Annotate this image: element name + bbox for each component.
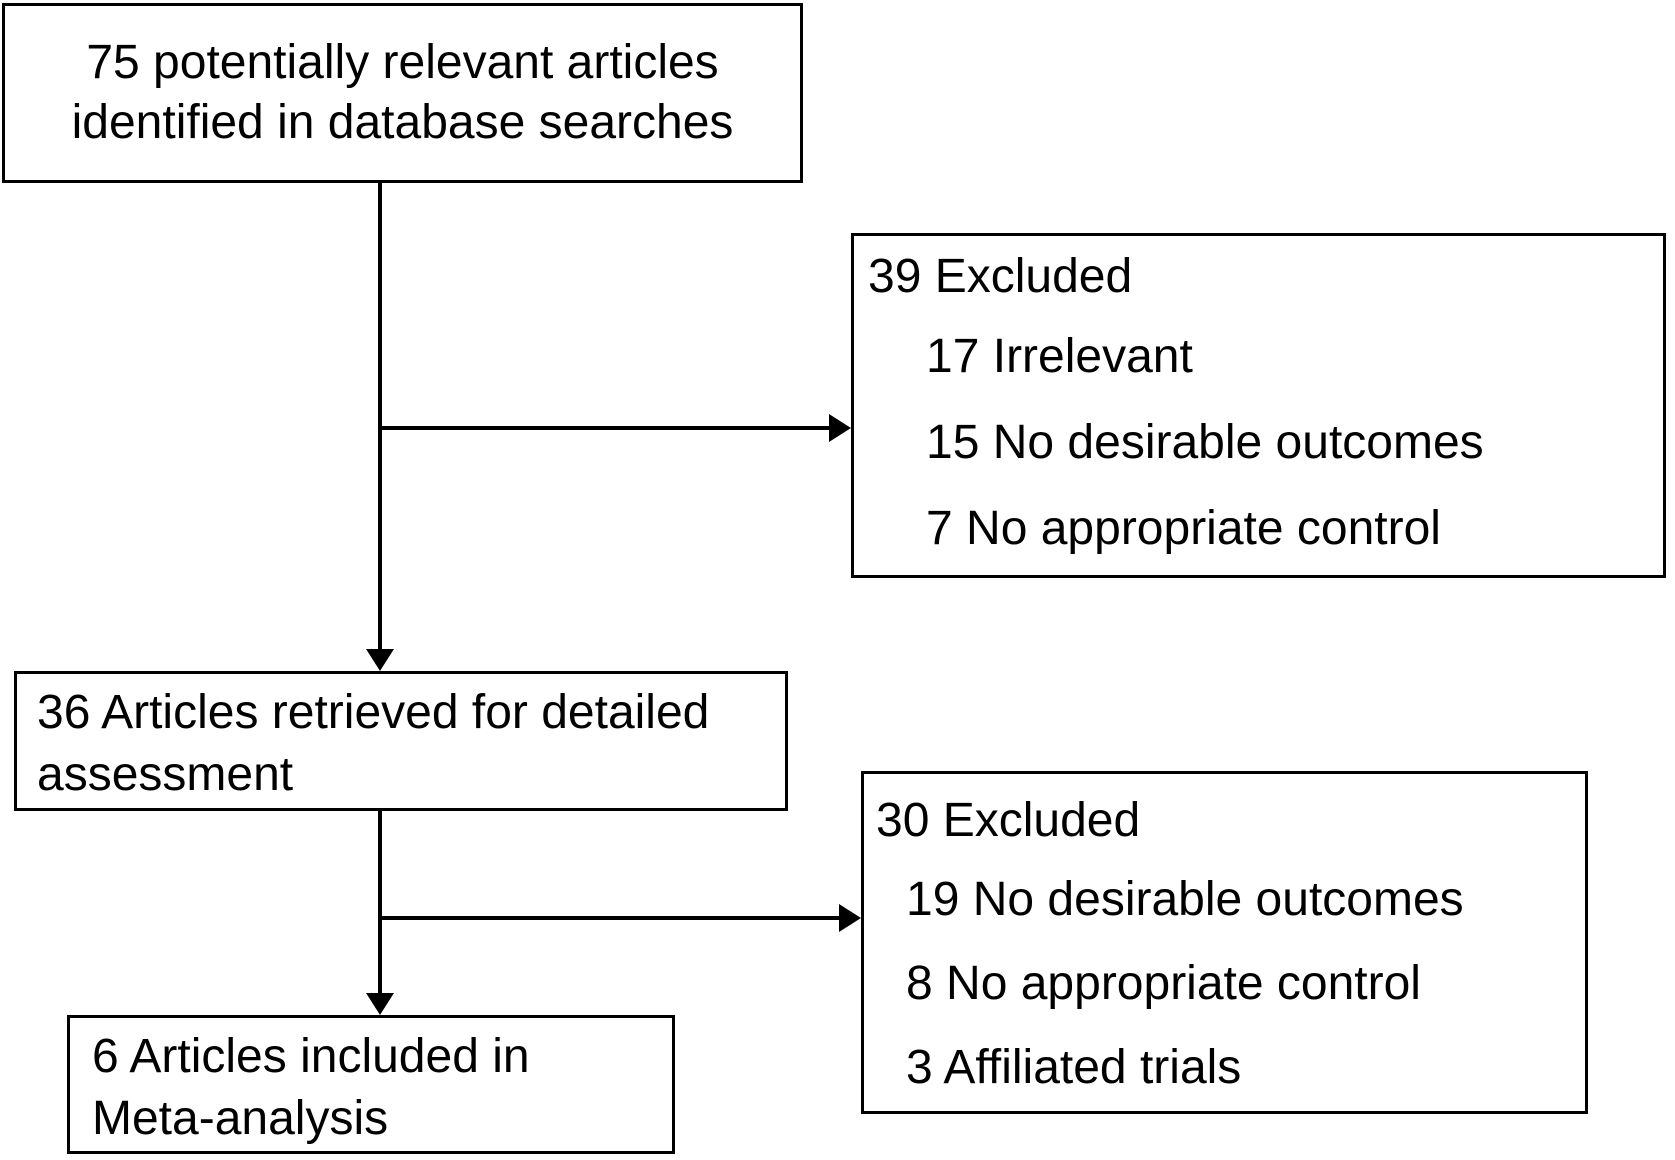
arrow-right-into-excluded-first-icon xyxy=(829,414,851,442)
arrow-down-into-included-icon xyxy=(366,993,394,1015)
excluded-second-item-affiliated-trials: 3 Affiliated trials xyxy=(906,1041,1242,1094)
box-retrieved-articles: 36 Articles retrieved for detailed asses… xyxy=(14,671,788,811)
excluded-first-item-no-appropriate-control: 7 No appropriate control xyxy=(926,502,1441,555)
arrow-down-into-retrieved-icon xyxy=(366,649,394,671)
retrieved-line-1: 36 Articles retrieved for detailed xyxy=(37,686,710,739)
identified-line-1: 75 potentially relevant articles xyxy=(86,36,719,89)
box-identified-articles: 75 potentially relevant articles identif… xyxy=(2,3,803,183)
connector-branch-to-excluded-first xyxy=(380,426,831,430)
identified-line-2: identified in database searches xyxy=(71,96,734,149)
excluded-second-item-no-desirable-outcomes: 19 No desirable outcomes xyxy=(906,873,1464,926)
included-line-2: Meta-analysis xyxy=(92,1092,389,1145)
box-excluded-second-screen: 30 Excluded 19 No desirable outcomes 8 N… xyxy=(861,771,1588,1114)
arrow-right-into-excluded-second-icon xyxy=(839,904,861,932)
connector-identified-to-retrieved xyxy=(378,183,382,651)
box-included-articles: 6 Articles included in Meta-analysis xyxy=(67,1015,675,1154)
excluded-first-title: 39 Excluded xyxy=(868,250,1133,303)
included-line-1: 6 Articles included in xyxy=(92,1030,530,1083)
excluded-second-title: 30 Excluded xyxy=(876,794,1141,847)
excluded-first-item-irrelevant: 17 Irrelevant xyxy=(926,330,1193,383)
excluded-second-item-no-appropriate-control: 8 No appropriate control xyxy=(906,957,1421,1010)
connector-branch-to-excluded-second xyxy=(380,916,841,920)
connector-retrieved-to-included xyxy=(378,811,382,995)
box-excluded-first-screen: 39 Excluded 17 Irrelevant 15 No desirabl… xyxy=(851,233,1666,578)
excluded-first-item-no-desirable-outcomes: 15 No desirable outcomes xyxy=(926,416,1484,469)
retrieved-line-2: assessment xyxy=(37,748,294,801)
